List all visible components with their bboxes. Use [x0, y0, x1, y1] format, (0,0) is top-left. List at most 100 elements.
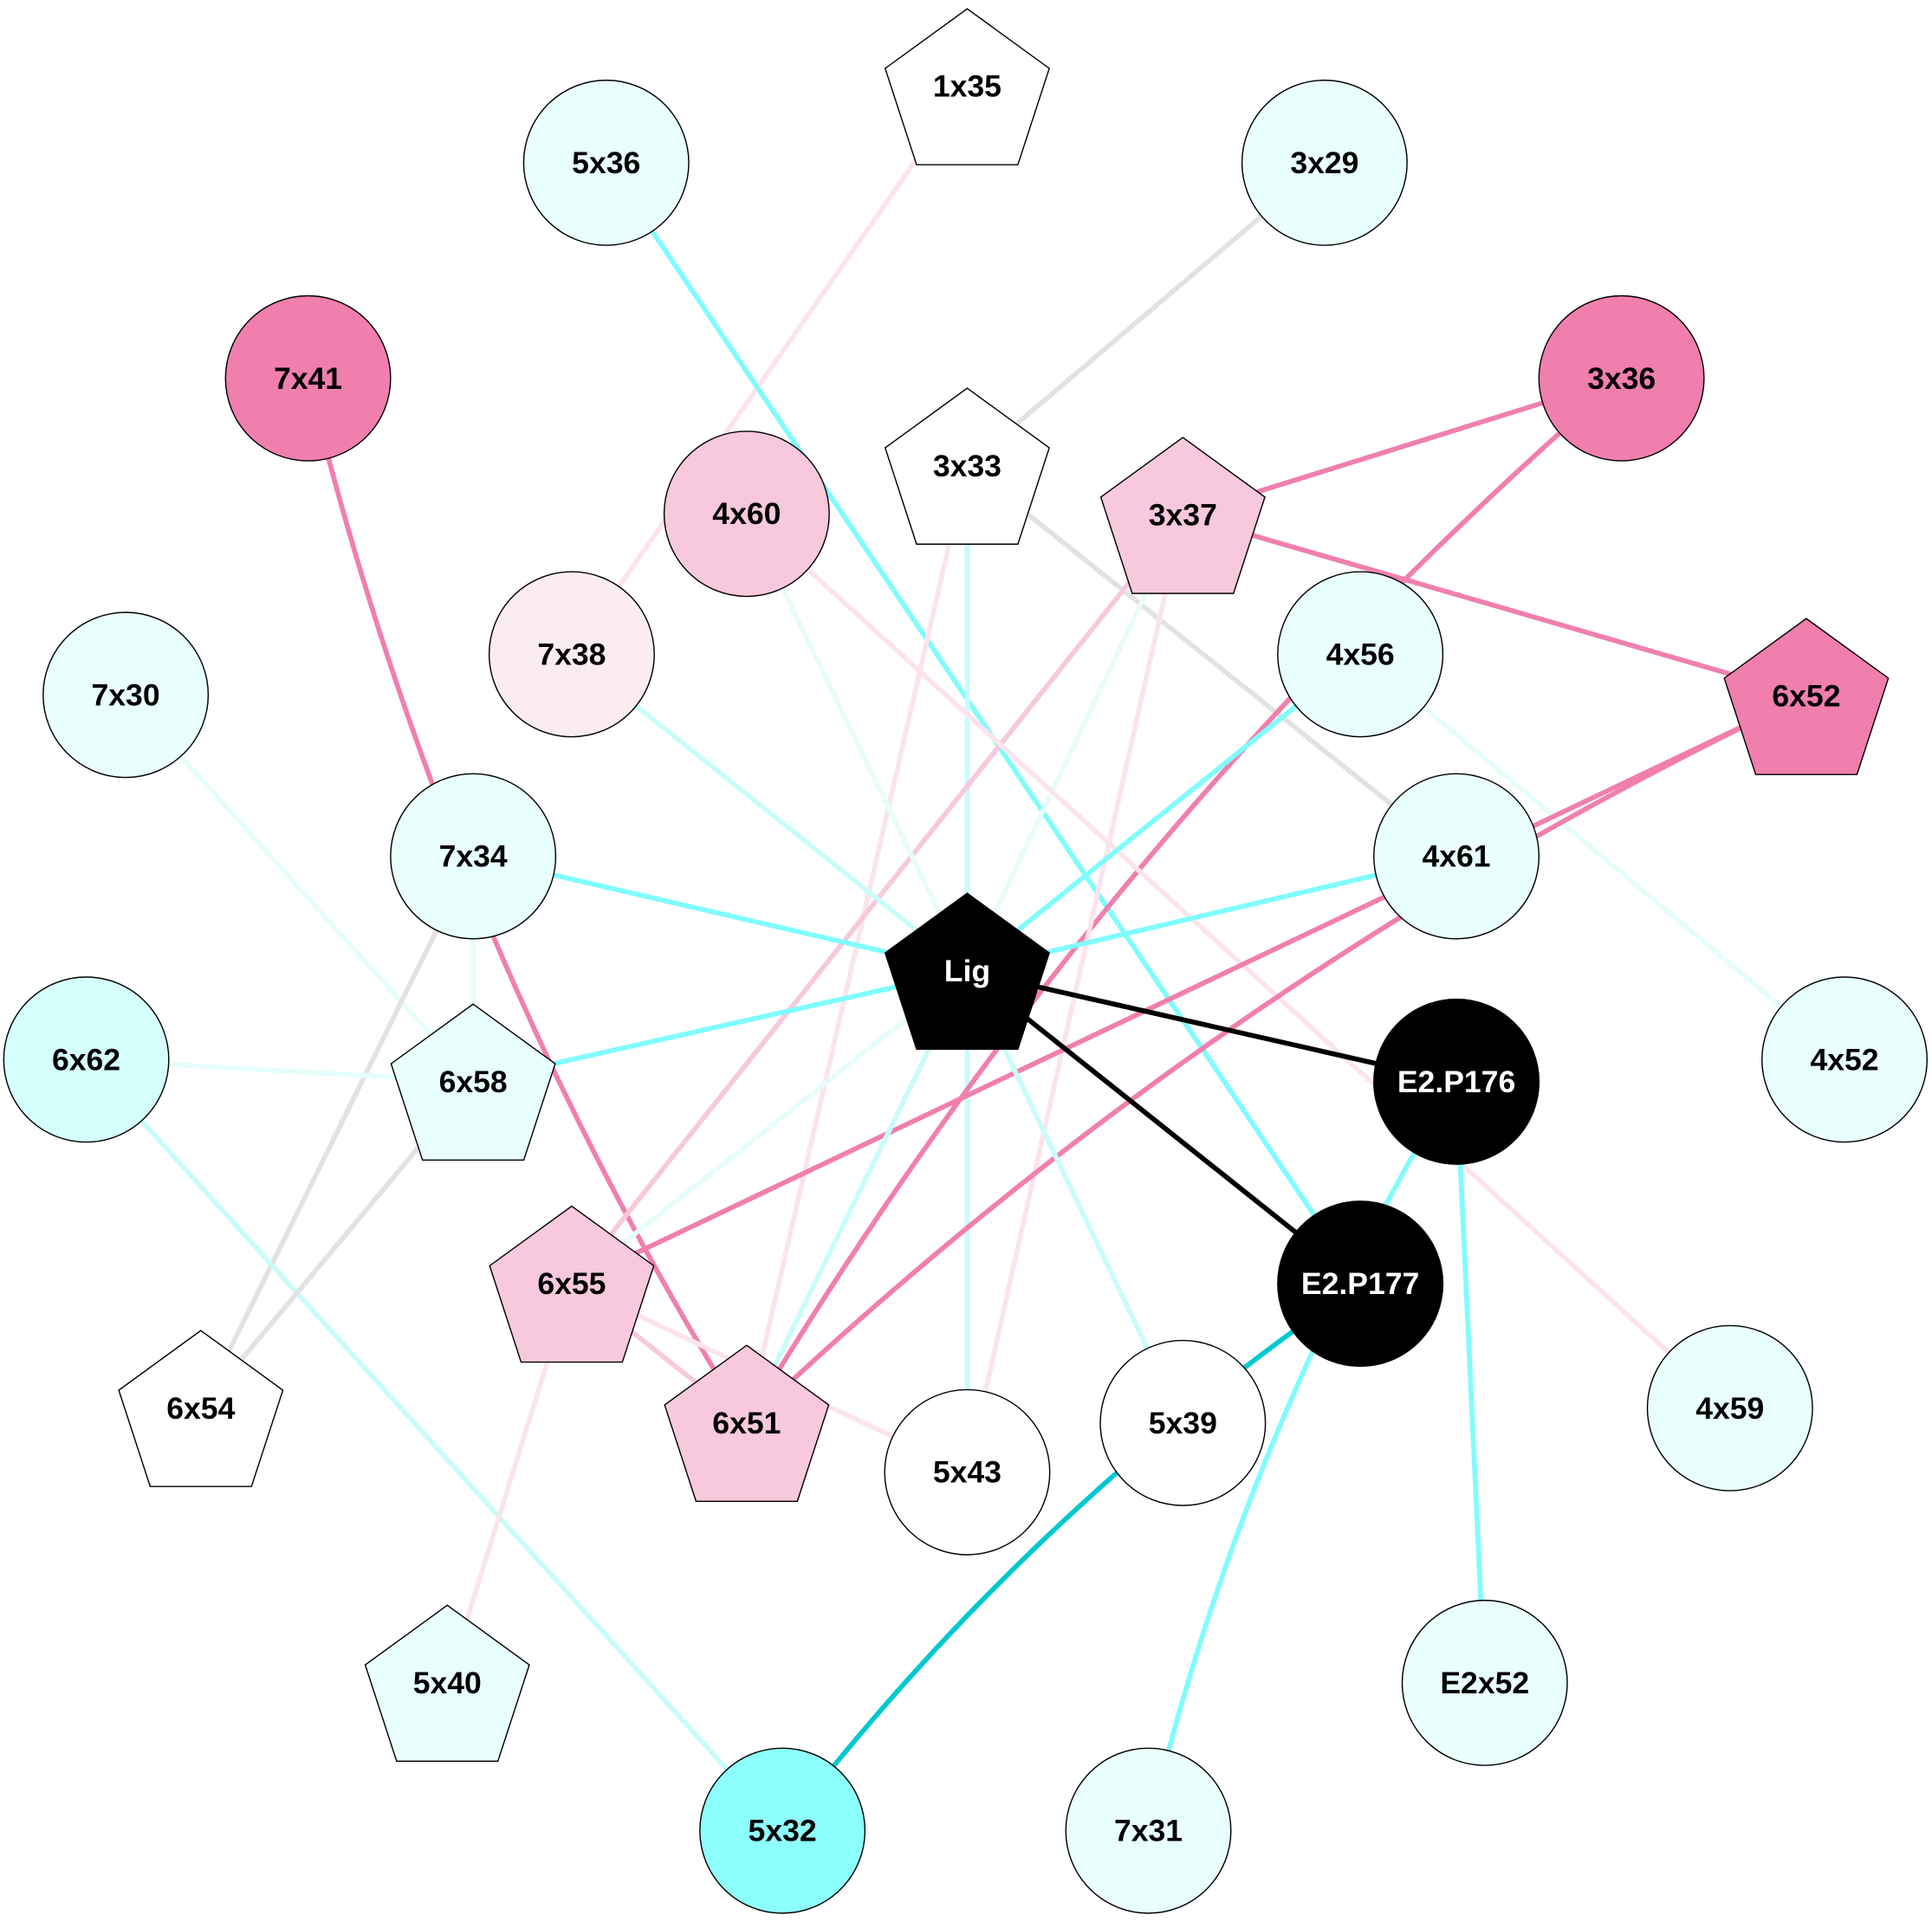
- node-7x38[interactable]: 7x38: [488, 571, 655, 738]
- edge-4x60-4x59: [744, 512, 1732, 1410]
- edge-3x37-6x52: [1182, 512, 1807, 699]
- node-label: 7x38: [537, 637, 606, 671]
- node-pentagon: [664, 1344, 830, 1502]
- edge-e2-p177-5x32: [780, 1281, 1362, 1833]
- node-label: E2.P177: [1301, 1266, 1419, 1301]
- node-label: 4x56: [1326, 637, 1395, 671]
- node-label: 3x37: [1149, 498, 1217, 533]
- node-5x32[interactable]: 5x32: [699, 1747, 866, 1914]
- nodes-layer: 1x35 5x36 3x29 7x41 3x36 3x33 4x60 3x37 7x38 4x56…: [3, 8, 1929, 1914]
- node-circle: [1761, 976, 1929, 1143]
- edge-4x56-lig: [965, 652, 1362, 974]
- node-circle: [884, 1388, 1051, 1556]
- node-3x29[interactable]: 3x29: [1241, 79, 1408, 246]
- edge-7x34-6x54: [198, 855, 476, 1410]
- node-circle: [1646, 1324, 1813, 1492]
- node-6x51[interactable]: 6x51: [664, 1344, 830, 1502]
- edge-6x52-6x55: [570, 694, 1808, 1286]
- node-circle: [488, 571, 655, 738]
- node-circle: [699, 1747, 866, 1914]
- node-6x54[interactable]: 6x54: [118, 1330, 284, 1487]
- node-circle: [1277, 571, 1444, 738]
- node-circle: [1065, 1747, 1232, 1914]
- node-e2-p176[interactable]: E2.P176: [1373, 998, 1540, 1165]
- edge-6x52-6x51: [744, 694, 1808, 1425]
- node-circle: [663, 430, 830, 598]
- node-label: 6x54: [166, 1391, 235, 1426]
- node-7x31[interactable]: 7x31: [1065, 1747, 1232, 1914]
- node-5x39[interactable]: 5x39: [1099, 1339, 1267, 1506]
- node-4x60[interactable]: 4x60: [663, 430, 830, 598]
- node-circle: [1277, 1200, 1444, 1368]
- edge-7x38-lig: [570, 652, 969, 974]
- edge-lig-6x55: [570, 968, 969, 1286]
- node-label: 6x52: [1772, 679, 1840, 714]
- edge-4x60-lig: [744, 513, 969, 973]
- node-circle: [1241, 79, 1408, 246]
- node-6x55[interactable]: 6x55: [489, 1205, 655, 1363]
- node-circle: [1538, 294, 1705, 462]
- node-4x56[interactable]: 4x56: [1277, 571, 1444, 738]
- node-circle: [42, 612, 210, 779]
- edge-e2-p176-7x31: [1145, 1080, 1459, 1832]
- node-label: 5x43: [933, 1455, 1002, 1490]
- node-label: 7x34: [439, 839, 508, 874]
- node-label: 6x62: [52, 1042, 120, 1077]
- node-4x61[interactable]: 4x61: [1373, 773, 1540, 940]
- node-label: 4x52: [1810, 1042, 1878, 1077]
- node-5x40[interactable]: 5x40: [364, 1604, 530, 1763]
- node-pentagon: [884, 892, 1050, 1051]
- node-7x30[interactable]: 7x30: [42, 612, 210, 779]
- node-label: E2.P176: [1397, 1065, 1515, 1099]
- node-circle: [1373, 998, 1540, 1165]
- node-circle: [390, 773, 557, 940]
- node-label: 7x31: [1114, 1814, 1183, 1848]
- node-circle: [1373, 773, 1540, 940]
- node-label: 5x40: [413, 1666, 482, 1700]
- node-6x58[interactable]: 6x58: [390, 1003, 556, 1162]
- edge-3x33-4x61: [965, 463, 1458, 858]
- node-pentagon: [489, 1205, 655, 1363]
- node-pentagon: [884, 8, 1050, 165]
- edge-e2-p176-e2x52: [1454, 1081, 1488, 1684]
- node-label: 4x59: [1695, 1391, 1764, 1426]
- node-5x36[interactable]: 5x36: [522, 79, 690, 246]
- node-7x41[interactable]: 7x41: [224, 294, 392, 462]
- edge-4x56-4x52: [1358, 652, 1846, 1062]
- node-label: 4x61: [1422, 839, 1490, 874]
- node-label: 5x32: [749, 1814, 817, 1848]
- node-7x34[interactable]: 7x34: [390, 773, 557, 940]
- node-3x33[interactable]: 3x33: [884, 387, 1050, 545]
- node-label: 5x39: [1149, 1406, 1217, 1440]
- node-4x59[interactable]: 4x59: [1646, 1324, 1813, 1492]
- node-label: 1x35: [933, 69, 1002, 104]
- edge-7x34-lig: [472, 853, 969, 974]
- node-pentagon: [1099, 437, 1266, 594]
- edge-lig-e2-p177: [965, 968, 1362, 1286]
- node-pentagon: [364, 1604, 530, 1763]
- node-5x43[interactable]: 5x43: [884, 1388, 1051, 1556]
- node-label: E2x52: [1440, 1666, 1529, 1700]
- node-label: Lig: [944, 954, 990, 988]
- node-circle: [522, 79, 690, 246]
- node-e2x52[interactable]: E2x52: [1401, 1599, 1568, 1766]
- node-pentagon: [390, 1003, 556, 1162]
- node-label: 6x51: [712, 1406, 781, 1440]
- node-circle: [3, 976, 170, 1143]
- node-label: 4x60: [712, 496, 781, 531]
- node-3x37[interactable]: 3x37: [1099, 437, 1266, 594]
- node-label: 6x58: [439, 1065, 508, 1099]
- node-e2-p177[interactable]: E2.P177: [1277, 1200, 1444, 1368]
- edge-7x30-6x58: [123, 693, 476, 1084]
- node-label: 5x36: [572, 146, 640, 180]
- node-label: 6x55: [537, 1266, 606, 1301]
- node-4x52[interactable]: 4x52: [1761, 976, 1929, 1143]
- node-6x62[interactable]: 6x62: [3, 976, 170, 1143]
- node-label: 7x41: [274, 361, 342, 396]
- node-6x52[interactable]: 6x52: [1723, 618, 1890, 775]
- node-3x36[interactable]: 3x36: [1538, 294, 1705, 462]
- node-1x35[interactable]: 1x35: [884, 8, 1050, 165]
- edge-6x62-5x32: [84, 1058, 785, 1833]
- node-lig[interactable]: Lig: [884, 892, 1050, 1051]
